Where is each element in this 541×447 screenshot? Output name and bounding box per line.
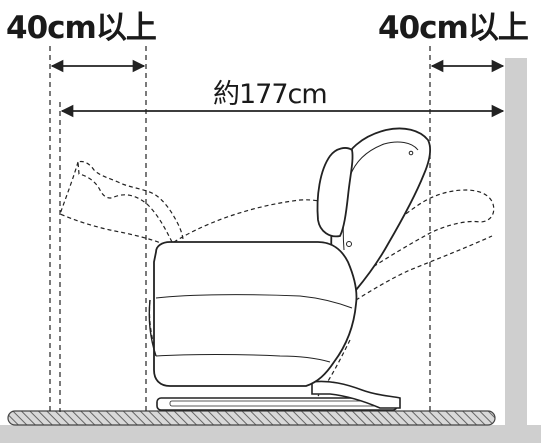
chair-footrest-curve xyxy=(148,299,157,357)
chair-backrest-dot xyxy=(346,241,352,247)
reclined-footrest-outline xyxy=(77,160,184,247)
chair-headrest-panel xyxy=(316,147,354,238)
chair-rear-support xyxy=(311,380,401,409)
chair-panel-line-2 xyxy=(155,354,331,363)
reclined-leg-outline xyxy=(59,161,169,247)
reference-lines xyxy=(49,46,431,412)
chair-headrest-dot xyxy=(408,150,414,156)
reclined-backrest-outline xyxy=(355,189,495,279)
dimension-arrows xyxy=(50,59,505,118)
right-clearance-label: 40cm以上 xyxy=(378,10,529,46)
floor-mat xyxy=(7,410,496,426)
left-clearance-label: 40cm以上 xyxy=(6,10,157,46)
chair-panel-line-1 xyxy=(155,294,353,309)
total-width-label: 約177cm xyxy=(213,79,328,110)
ground-base xyxy=(0,425,541,443)
wall xyxy=(505,58,527,426)
chair-body xyxy=(153,241,358,387)
reclined-seat-outline xyxy=(167,199,493,301)
